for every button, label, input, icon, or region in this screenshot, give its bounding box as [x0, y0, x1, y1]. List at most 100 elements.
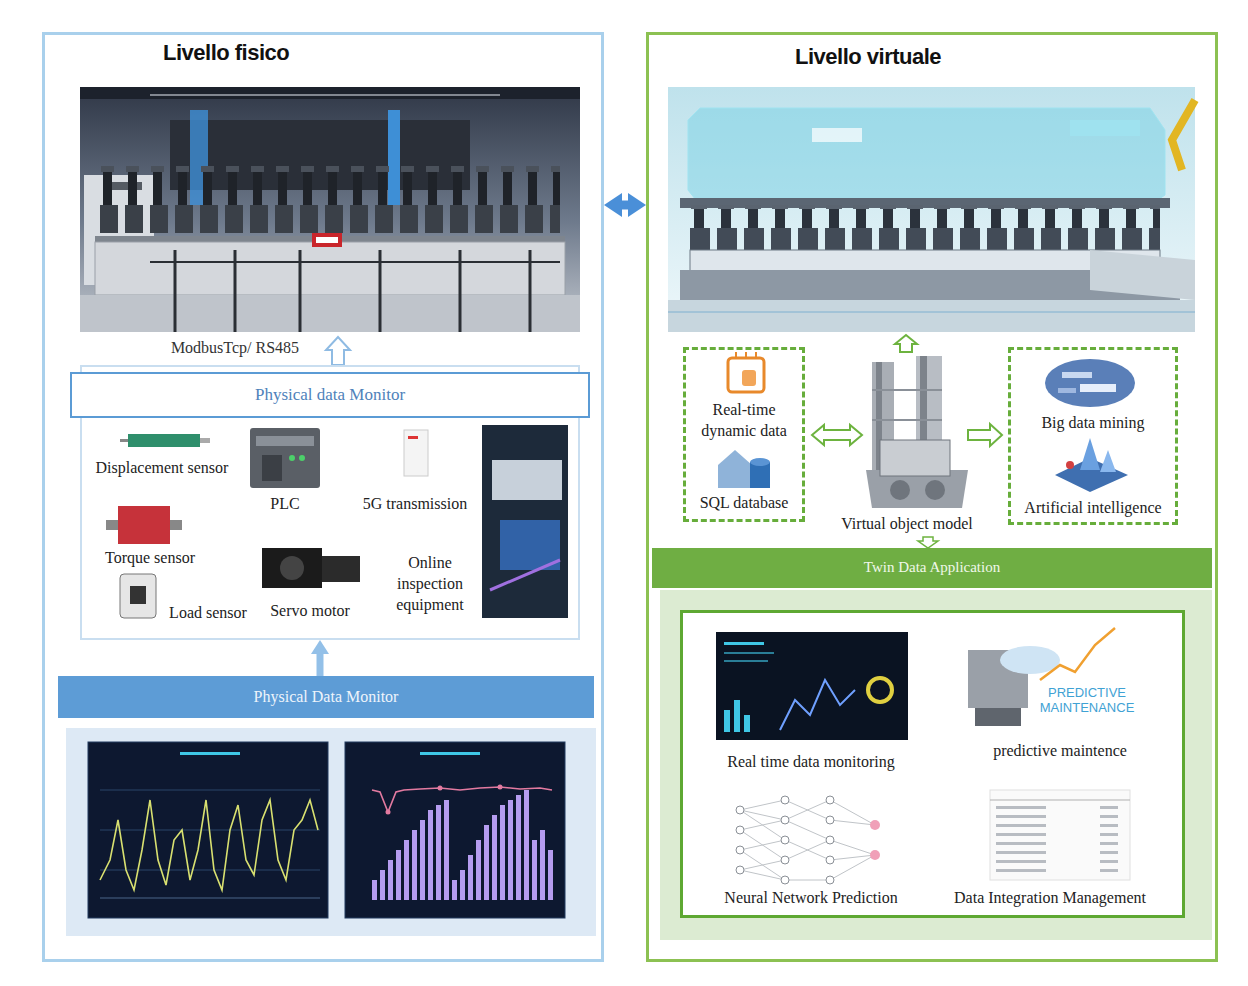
factory-photo [80, 295, 580, 332]
application-panel [1100, 869, 1118, 872]
virtual-model-illustration [925, 480, 945, 500]
text-slot: Real time data monitoring [701, 752, 921, 773]
chart-panel [88, 742, 328, 918]
chart-panel [66, 728, 596, 936]
text-slot: Data Integration Management [930, 888, 1170, 909]
layer-panel: Real-time dynamic dataSQL databaseBig da… [646, 32, 1218, 962]
chart-panel [532, 840, 537, 900]
chart-panel [476, 840, 481, 900]
application-panel [660, 590, 1212, 940]
device-icons [299, 455, 305, 461]
virtual-model-illustration [872, 419, 942, 421]
application-panel [1100, 824, 1118, 827]
device-icons [404, 430, 428, 476]
application-panel [1100, 815, 1118, 818]
chart-panel [420, 820, 425, 900]
device-icons [200, 438, 210, 443]
chart-panel [66, 728, 596, 936]
twin-arrows [918, 537, 938, 548]
modbus-arrow [326, 337, 350, 365]
virtual-render [668, 300, 1195, 332]
application-panel [781, 796, 789, 804]
chart-panel [404, 840, 409, 900]
application-panel [724, 642, 764, 645]
application-panel [1100, 860, 1118, 863]
factory-photo [80, 87, 580, 332]
chart-panel [396, 850, 401, 900]
device-icons [490, 560, 560, 590]
device-icons [128, 434, 200, 447]
chart-panel [492, 815, 497, 900]
application-panel [1100, 851, 1118, 854]
sync-arrow [620, 201, 630, 210]
application-panel [781, 836, 789, 844]
application-panel [740, 800, 875, 880]
application-panel [716, 632, 908, 740]
application-panel [744, 715, 750, 732]
data-icons [745, 352, 747, 358]
node-text: Load sensor [158, 603, 258, 624]
virtual-render [668, 87, 1195, 332]
modbus-arrow [326, 337, 350, 365]
application-panel [736, 846, 744, 854]
application-panel [1100, 842, 1118, 845]
data-icons [728, 358, 764, 392]
text-slot: Artificial intelligence [1011, 498, 1175, 519]
node-text: Physical data Monitor [255, 384, 405, 406]
application-panel [996, 806, 1046, 809]
data-icons [1100, 450, 1116, 472]
chart-panel [372, 787, 552, 812]
analytics-box: Big data miningArtificial intelligence [1008, 347, 1178, 525]
virtual-render [1070, 120, 1140, 136]
application-panel [736, 806, 744, 814]
node-text: PLC [225, 494, 345, 515]
text-slot: Load sensor [158, 603, 258, 624]
application-panel [781, 856, 789, 864]
text-slot: predictive maintence [950, 741, 1170, 762]
model-label: Virtual object model [827, 514, 987, 535]
device-icons [408, 436, 418, 439]
text-slot: ModbusTcp/ RS485 [150, 338, 320, 359]
application-panel [781, 876, 789, 884]
data-icons [1066, 461, 1074, 469]
text-slot: Torque sensor [85, 548, 215, 569]
layer-panel: Physical data MonitorDisplacement sensor… [42, 32, 604, 962]
chart-panel [508, 800, 513, 900]
text-slot: Big data mining [1011, 413, 1175, 434]
device-icons [250, 428, 320, 488]
node-text: SQL database [686, 493, 802, 514]
chart-panel [438, 786, 443, 791]
node-text: Servo motor [250, 601, 370, 622]
text-slot: PREDICTIVE MAINTENANCE [1022, 686, 1152, 716]
device-icons [322, 556, 360, 582]
application-panel [1100, 833, 1118, 836]
chart-panel [100, 898, 320, 899]
layer-heading: Livello virtuale [795, 43, 1035, 72]
factory-photo [150, 94, 500, 96]
application-panel [1040, 628, 1115, 680]
chart-panel [372, 790, 553, 900]
factory-photo [80, 87, 580, 99]
application-panel [826, 796, 834, 804]
virtual-model-illustration [866, 356, 968, 508]
device-icons [482, 425, 568, 618]
chart-panel [100, 800, 318, 890]
application-panel [826, 836, 834, 844]
device-icons [262, 455, 282, 481]
application-panel [868, 678, 892, 702]
chart-panel [460, 870, 465, 900]
device-region: Physical data MonitorDisplacement sensor… [80, 365, 580, 640]
application-panel [740, 800, 875, 880]
device-icons [120, 439, 128, 442]
chart-panel [345, 742, 565, 918]
chart-panel [500, 805, 505, 900]
application-panel [780, 680, 855, 730]
factory-photo [150, 261, 560, 263]
node-text: predictive maintence [950, 741, 1170, 762]
chart-panel [412, 830, 417, 900]
application-panel [724, 652, 774, 654]
device-icons [262, 548, 322, 588]
device-icons [130, 586, 146, 604]
